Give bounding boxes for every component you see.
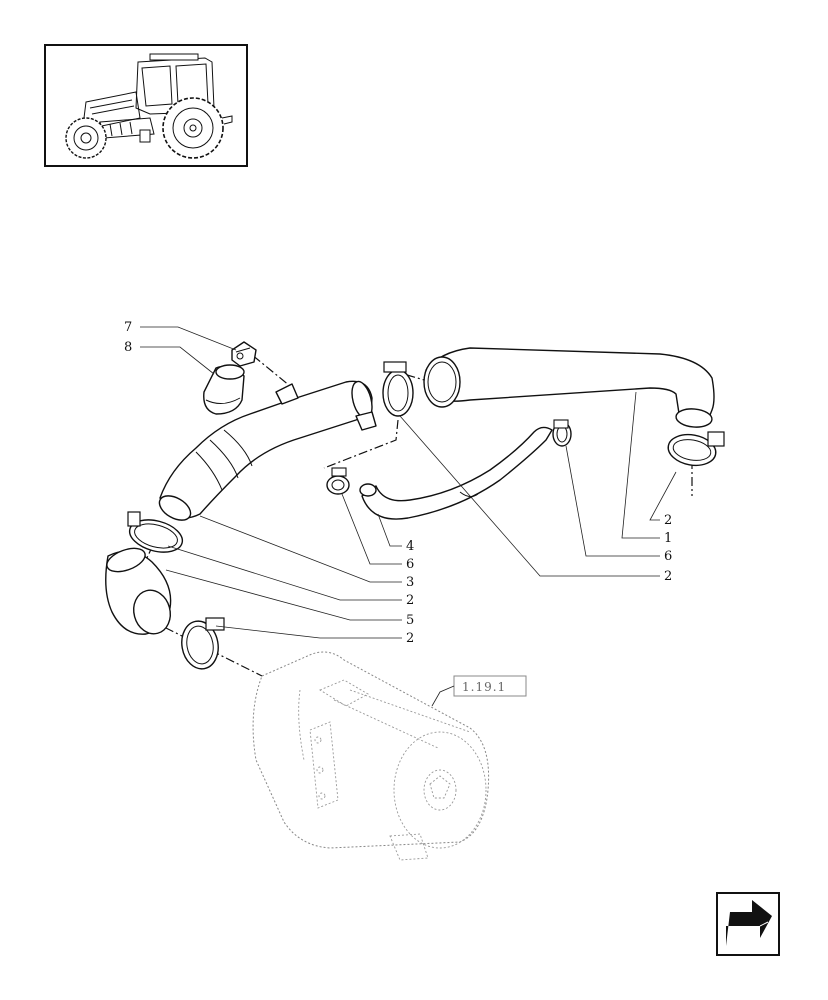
callout-6: 6 (664, 549, 672, 564)
clamp-left-lower (181, 617, 225, 670)
callout-2: 2 (406, 593, 414, 608)
clamp-upper-center (382, 361, 414, 417)
reference-box[interactable]: 1.19.1 (431, 675, 527, 707)
air-filter-ghost (252, 651, 490, 861)
callout-6: 6 (406, 557, 414, 572)
callout-2: 2 (406, 631, 414, 646)
callout-2: 2 (664, 569, 672, 584)
callout-3: 3 (406, 575, 414, 590)
callout-7: 7 (124, 320, 132, 335)
callout-5: 5 (406, 613, 414, 628)
sensor-part-7 (231, 341, 257, 367)
intake-hose-part-3 (158, 380, 377, 521)
rubber-boot-part-8 (203, 364, 245, 415)
leader-lines (140, 326, 677, 639)
clamp-left-upper (127, 511, 184, 553)
clamp-small-part-6 (326, 467, 350, 495)
clamp-small-right (552, 419, 572, 447)
back-navigation-button[interactable] (716, 892, 780, 956)
callout-4: 4 (406, 539, 414, 554)
small-hose-part-4 (359, 426, 553, 520)
clamp-right-lower (667, 431, 725, 467)
callout-1: 1 (664, 531, 672, 546)
tractor-icon (65, 53, 233, 159)
callout-labels: 7 8 2 1 6 2 4 6 3 2 5 2 (124, 320, 672, 646)
reference-box-label: 1.19.1 (462, 680, 506, 694)
elbow-part-5 (105, 547, 172, 635)
callout-8: 8 (124, 340, 132, 355)
tractor-thumbnail[interactable] (44, 44, 248, 167)
upper-hose-part-1 (423, 347, 715, 428)
back-arrow-icon (726, 900, 772, 946)
callout-2: 2 (664, 513, 672, 528)
